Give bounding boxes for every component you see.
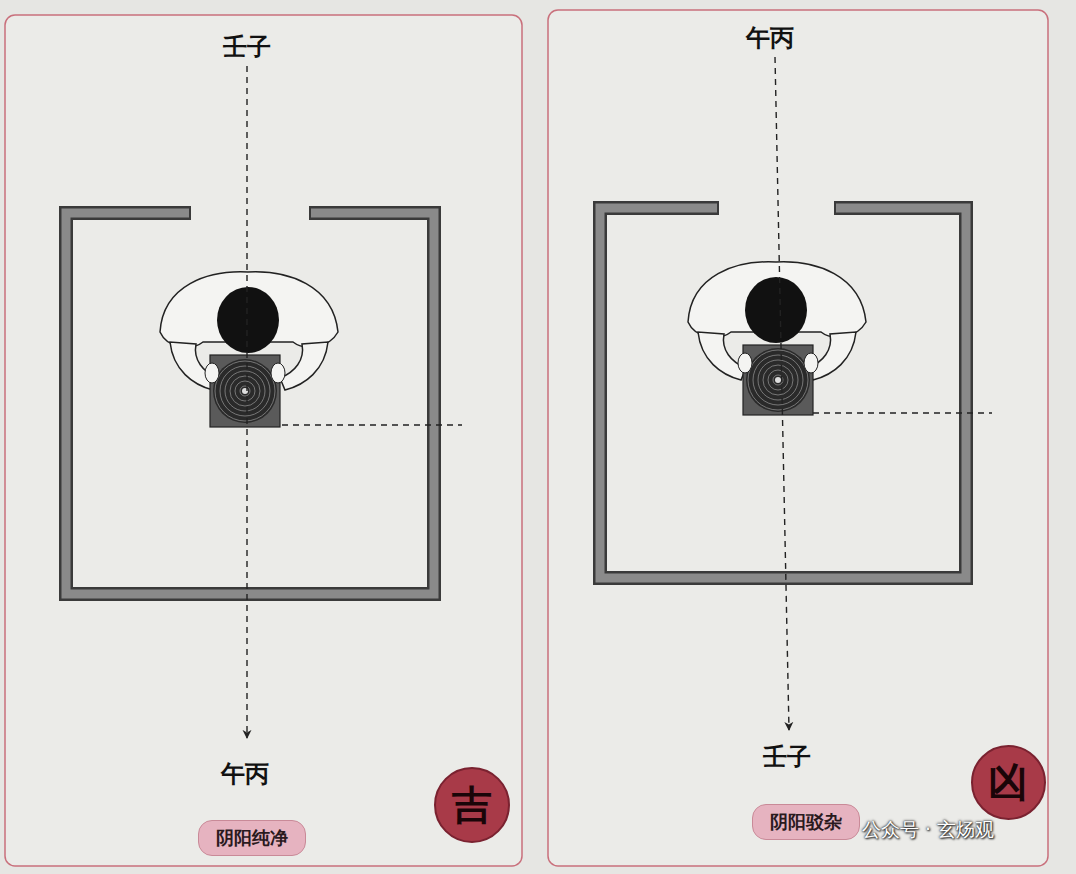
reference-line	[813, 412, 992, 413]
direction-arrow	[775, 57, 789, 730]
room-wall	[600, 208, 966, 578]
verdict-text: 吉	[452, 778, 492, 833]
compass	[743, 345, 813, 415]
direction-arrow	[246, 66, 247, 738]
wall-end	[189, 206, 191, 220]
person-figure	[688, 262, 866, 415]
direction-label: 午丙	[221, 758, 269, 790]
verdict-label: 阴阳纯净	[198, 820, 306, 856]
direction-label: 壬子	[223, 31, 271, 63]
label-text: 阴阳纯净	[216, 826, 288, 850]
wall-end	[834, 201, 836, 215]
verdict-badge: 凶	[971, 745, 1046, 820]
compass	[210, 355, 280, 427]
verdict-badge: 吉	[434, 767, 510, 843]
panel	[5, 15, 522, 866]
room-wall	[66, 213, 434, 594]
verdict-text: 凶	[988, 755, 1028, 810]
wall-end	[717, 201, 719, 215]
label-text: 阴阳驳杂	[770, 810, 842, 834]
direction-label: 午丙	[746, 22, 794, 54]
wall-end	[309, 206, 311, 220]
panel	[548, 10, 1048, 866]
verdict-label: 阴阳驳杂	[752, 804, 860, 840]
reference-line	[282, 424, 462, 425]
room-wall	[600, 208, 966, 578]
person-figure	[160, 272, 338, 427]
direction-label: 壬子	[763, 741, 811, 773]
watermark: 公众号 · 玄炀观	[862, 817, 994, 843]
room-wall	[66, 213, 434, 594]
